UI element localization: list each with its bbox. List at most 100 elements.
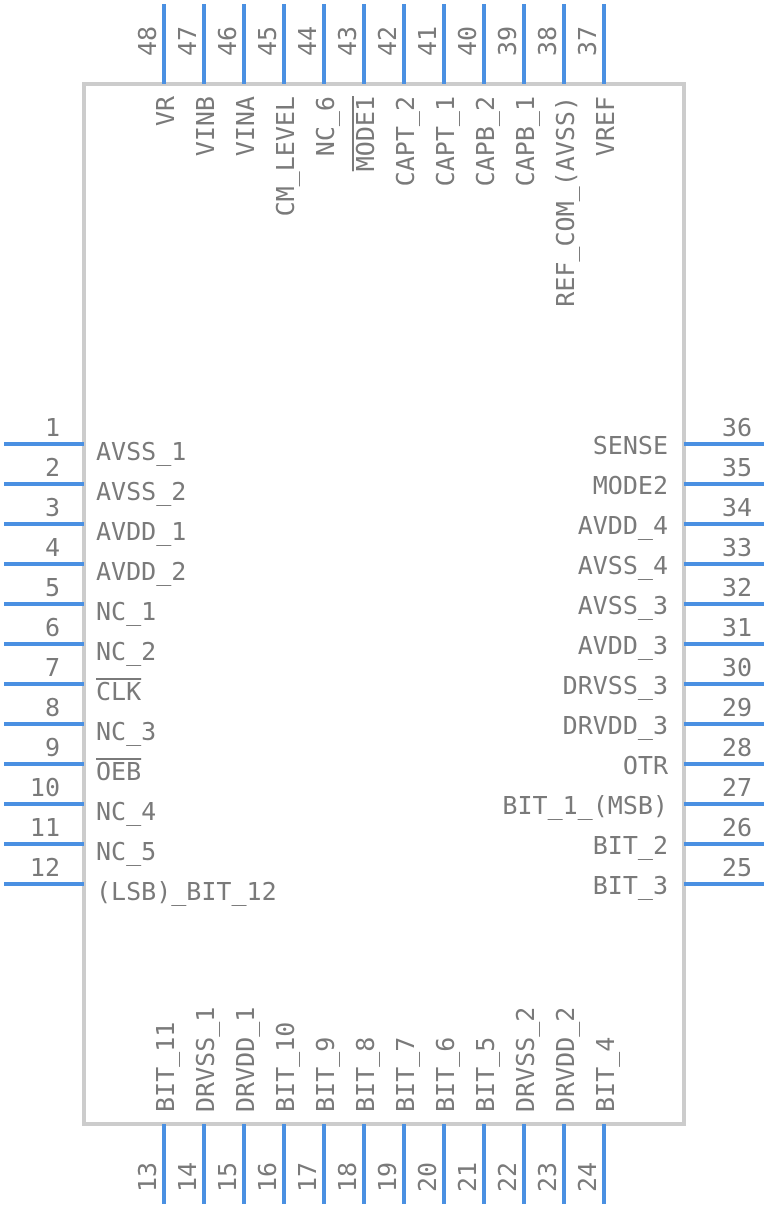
pin-number: 29 xyxy=(722,693,752,722)
pin-name: BIT_10 xyxy=(271,1022,300,1112)
pin-name: VREF xyxy=(591,96,620,156)
pin-number: 25 xyxy=(722,853,752,882)
pin-number: 27 xyxy=(722,773,752,802)
pin-name: NC_3 xyxy=(96,717,156,746)
pin-name: BIT_3 xyxy=(593,871,668,900)
pin-name: OTR xyxy=(623,751,669,780)
package-body xyxy=(82,82,686,1126)
pin-number: 12 xyxy=(30,853,60,882)
pin-name: VR xyxy=(151,95,180,126)
pin-name: CAPT_1 xyxy=(431,96,460,186)
pin-number: 7 xyxy=(45,653,60,682)
pin-number: 13 xyxy=(133,1162,162,1192)
pin-number: 39 xyxy=(493,26,522,56)
pin-name: CAPB_2 xyxy=(471,96,500,186)
pin-number: 23 xyxy=(533,1162,562,1192)
pin-name: CLK xyxy=(96,677,141,706)
pin-number: 4 xyxy=(45,533,60,562)
pin-number: 42 xyxy=(373,26,402,56)
pin-bottom-21: 21 BIT_5 xyxy=(453,1037,500,1204)
pin-number: 34 xyxy=(722,493,752,522)
pin-name: AVDD_2 xyxy=(96,557,186,586)
pin-number: 43 xyxy=(333,26,362,56)
pin-name: CAPB_1 xyxy=(511,96,540,186)
pin-number: 21 xyxy=(453,1162,482,1192)
pin-number: 45 xyxy=(253,26,282,56)
pin-name: NC_5 xyxy=(96,837,156,866)
pin-number: 38 xyxy=(533,26,562,56)
pin-number: 37 xyxy=(573,26,602,56)
pin-name: AVDD_1 xyxy=(96,517,186,546)
pin-name: AVSS_1 xyxy=(96,437,186,466)
pin-number: 8 xyxy=(45,693,60,722)
pin-number: 46 xyxy=(213,26,242,56)
pin-name: BIT_9 xyxy=(311,1037,340,1112)
pin-left-6: 6NC_2 xyxy=(4,613,156,666)
pin-name: BIT_1_(MSB) xyxy=(502,791,668,820)
pin-left-12: 12(LSB)_BIT_12 xyxy=(4,853,277,906)
pin-number: 1 xyxy=(45,413,60,442)
pin-name: DRVSS_1 xyxy=(191,1007,220,1112)
pin-number: 41 xyxy=(413,26,442,56)
pin-name: BIT_7 xyxy=(391,1037,420,1112)
pin-name: BIT_5 xyxy=(471,1037,500,1112)
pin-name: NC_2 xyxy=(96,637,156,666)
pin-number: 30 xyxy=(722,653,752,682)
pin-number: 48 xyxy=(133,26,162,56)
pin-name: MODE2 xyxy=(593,471,668,500)
pin-number: 17 xyxy=(293,1162,322,1192)
pin-number: 3 xyxy=(45,493,60,522)
pin-number: 5 xyxy=(45,573,60,602)
pin-name: DRVDD_1 xyxy=(231,1007,260,1112)
pin-name: AVSS_2 xyxy=(96,477,186,506)
pin-number: 40 xyxy=(453,26,482,56)
pin-number: 18 xyxy=(333,1162,362,1192)
pin-number: 26 xyxy=(722,813,752,842)
pins-layer: 1AVSS_12AVSS_23AVDD_14AVDD_25NC_16NC_27C… xyxy=(4,4,764,1204)
pin-name: AVSS_3 xyxy=(578,591,668,620)
pin-name: MODE1 xyxy=(351,96,380,171)
pin-name: AVSS_4 xyxy=(578,551,668,580)
pin-name: CM_LEVEL xyxy=(271,96,300,216)
pin-number: 9 xyxy=(45,733,60,762)
pin-name: BIT_4 xyxy=(591,1037,620,1112)
pin-name: CAPT_2 xyxy=(391,96,420,186)
pin-number: 20 xyxy=(413,1162,442,1192)
pin-number: 44 xyxy=(293,26,322,56)
pin-name: SENSE xyxy=(593,431,668,460)
